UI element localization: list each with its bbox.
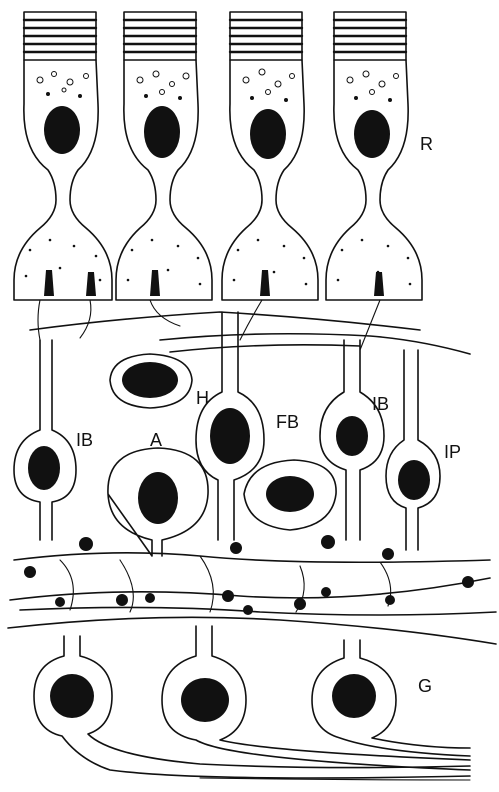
label-fb: FB <box>276 412 299 432</box>
horizontal-cell <box>110 354 192 408</box>
label-ip: IP <box>444 442 461 462</box>
ganglion-cell <box>312 640 470 756</box>
photoreceptor-layer <box>14 12 422 300</box>
ribbon-synapses <box>44 270 384 296</box>
ganglion-cell <box>162 626 470 770</box>
label-r: R <box>420 134 433 154</box>
inner-segment-granules <box>37 69 399 102</box>
bipolar-cell-ip <box>386 350 440 550</box>
amacrine-cell-a <box>108 448 208 556</box>
inner-plexiform-layer <box>8 535 496 644</box>
terminal-stipple <box>25 239 412 286</box>
photoreceptor-cell <box>14 12 112 300</box>
label-ib-right: IB <box>372 394 389 414</box>
bipolar-cell-ib-right <box>320 340 384 540</box>
bipolar-cell-ib-left <box>14 340 76 540</box>
label-g: G <box>418 676 432 696</box>
label-a: A <box>150 430 162 450</box>
ganglion-cells <box>34 626 470 780</box>
amacrine-cells <box>108 448 336 556</box>
outer-plexiform-fibers <box>30 300 470 354</box>
amacrine-cell-right <box>244 460 336 530</box>
label-ib-left: IB <box>76 430 93 450</box>
label-h: H <box>196 388 209 408</box>
